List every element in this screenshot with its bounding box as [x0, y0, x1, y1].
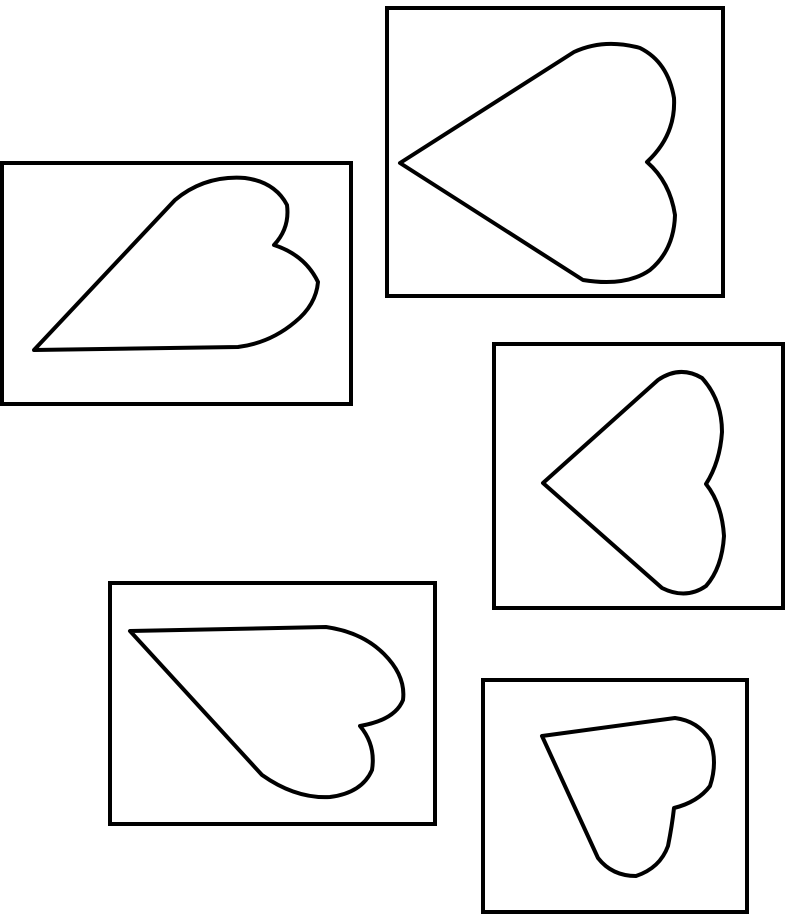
panel-middle-right [494, 344, 783, 608]
panel-top-right [387, 8, 723, 296]
panel-bottom-right [483, 680, 747, 912]
panel-left [2, 163, 351, 404]
panel-bottom-left [110, 583, 435, 824]
